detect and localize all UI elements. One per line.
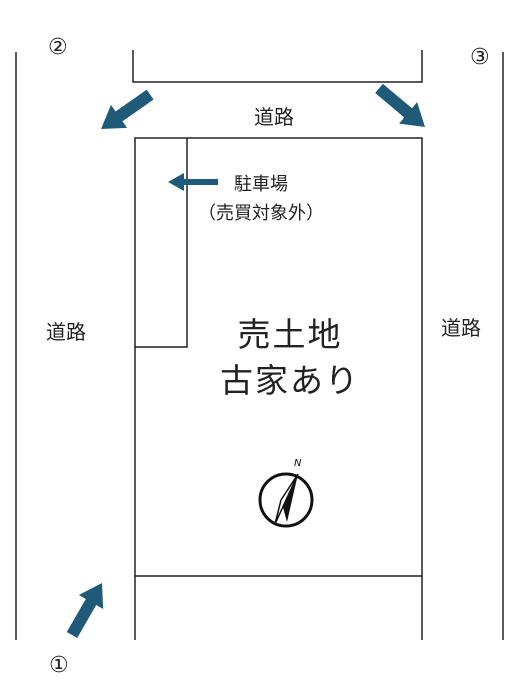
parking-pointer-arrow — [168, 173, 218, 191]
top-road-edge — [132, 50, 423, 83]
viewpoint-arrow-1 — [66, 583, 104, 638]
lot-title: 売土地 — [237, 315, 343, 354]
road-label-left: 道路 — [46, 320, 86, 344]
compass-north-label: N — [294, 458, 302, 469]
viewpoint-arrow-3 — [375, 83, 425, 127]
viewpoint-3-label: ③ — [470, 45, 490, 70]
viewpoint-2-label: ② — [48, 35, 68, 60]
viewpoint-1-label: ① — [49, 653, 69, 678]
road-label-right: 道路 — [441, 316, 481, 340]
parking-note: （売買対象外） — [198, 203, 324, 224]
lot-boundary — [134, 137, 423, 577]
road-label-top: 道路 — [254, 105, 294, 129]
parking-area — [135, 138, 188, 348]
north-arrow-icon: N — [258, 458, 314, 528]
viewpoint-arrow-2 — [101, 89, 154, 129]
parking-label: 駐車場 — [234, 174, 288, 195]
lot-subtitle: 古家あり — [220, 361, 360, 400]
